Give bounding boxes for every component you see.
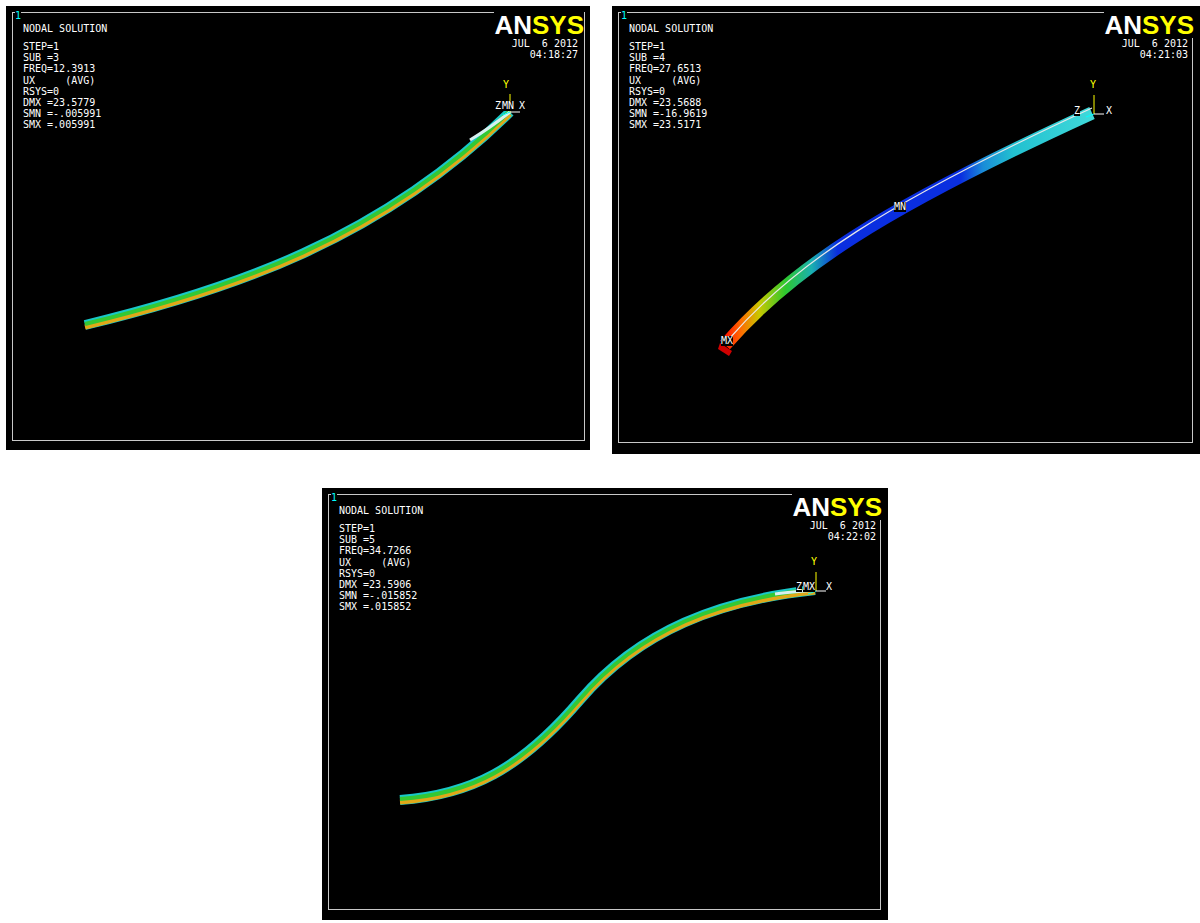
axis-triad <box>503 94 520 115</box>
axis-triad <box>1086 95 1104 117</box>
extreme-marker: MX <box>803 582 815 592</box>
date-stamp: JUL 6 2012 <box>512 39 578 49</box>
axis-label: Z <box>796 582 802 592</box>
result-parameter: UX (AVG) <box>23 76 95 86</box>
logo-text: AN <box>494 12 532 38</box>
result-parameter: UX (AVG) <box>629 76 701 86</box>
result-parameter: SUB =4 <box>629 53 665 63</box>
result-parameter: STEP=1 <box>629 42 665 52</box>
plot-window <box>612 6 1200 454</box>
result-parameter: SUB =5 <box>339 535 375 545</box>
logo-text: AN <box>1104 12 1142 38</box>
axis-label: Z <box>1074 106 1080 116</box>
logo-text: AN <box>792 494 830 520</box>
plot-frame <box>13 13 585 441</box>
result-parameter: SMN =-.015852 <box>339 591 417 601</box>
axis-label: Y <box>1090 80 1096 90</box>
extreme-marker: MX <box>721 336 733 346</box>
result-parameter: DMX =23.5779 <box>23 98 95 108</box>
result-parameter: FREQ=34.7266 <box>339 546 411 556</box>
axis-label: Z <box>495 101 501 111</box>
plot-title: NODAL SOLUTION <box>339 506 423 516</box>
result-parameter: RSYS=0 <box>339 569 375 579</box>
time-stamp: 04:21:03 <box>1140 50 1188 60</box>
result-parameter: FREQ=12.3913 <box>23 64 95 74</box>
date-stamp: JUL 6 2012 <box>810 521 876 531</box>
beam-mode-shape <box>400 589 815 802</box>
plot-title: NODAL SOLUTION <box>23 24 107 34</box>
result-parameter: DMX =23.5906 <box>339 580 411 590</box>
extreme-marker: MN <box>502 101 514 111</box>
plot-window <box>6 6 590 450</box>
date-stamp: JUL 6 2012 <box>1122 39 1188 49</box>
plot-window <box>322 488 888 920</box>
extreme-marker: MN <box>894 202 906 212</box>
axis-label: Y <box>503 80 509 90</box>
result-parameter: SMX =.015852 <box>339 602 411 612</box>
window-number: 1 <box>621 11 627 21</box>
result-parameter: DMX =23.5688 <box>629 98 701 108</box>
plot-frame <box>329 495 881 910</box>
logo-text: SYS <box>830 494 882 520</box>
result-parameter: RSYS=0 <box>23 87 59 97</box>
result-parameter: STEP=1 <box>23 42 59 52</box>
time-stamp: 04:18:27 <box>530 50 578 60</box>
result-parameter: STEP=1 <box>339 524 375 534</box>
result-parameter: SUB =3 <box>23 53 59 63</box>
result-parameter: SMX =.005991 <box>23 120 95 130</box>
axis-label: X <box>1106 106 1112 116</box>
logo-text: SYS <box>532 12 584 38</box>
result-parameter: SMX =23.5171 <box>629 120 701 130</box>
result-parameter: UX (AVG) <box>339 558 411 568</box>
window-number: 1 <box>15 11 21 21</box>
beam-mode-shape <box>85 111 510 327</box>
window-number: 1 <box>331 493 337 503</box>
result-parameter: SMN =-16.9619 <box>629 109 707 119</box>
logo-text: SYS <box>1142 12 1194 38</box>
result-parameter: SMN =-.005991 <box>23 109 101 119</box>
time-stamp: 04:22:02 <box>828 532 876 542</box>
result-parameter: RSYS=0 <box>629 87 665 97</box>
beam-mode-shape <box>718 108 1092 356</box>
axis-label: X <box>826 582 832 592</box>
axis-label: X <box>519 101 525 111</box>
axis-label: Y <box>811 557 817 567</box>
plot-frame <box>619 13 1193 443</box>
result-parameter: FREQ=27.6513 <box>629 64 701 74</box>
plot-title: NODAL SOLUTION <box>629 24 713 34</box>
